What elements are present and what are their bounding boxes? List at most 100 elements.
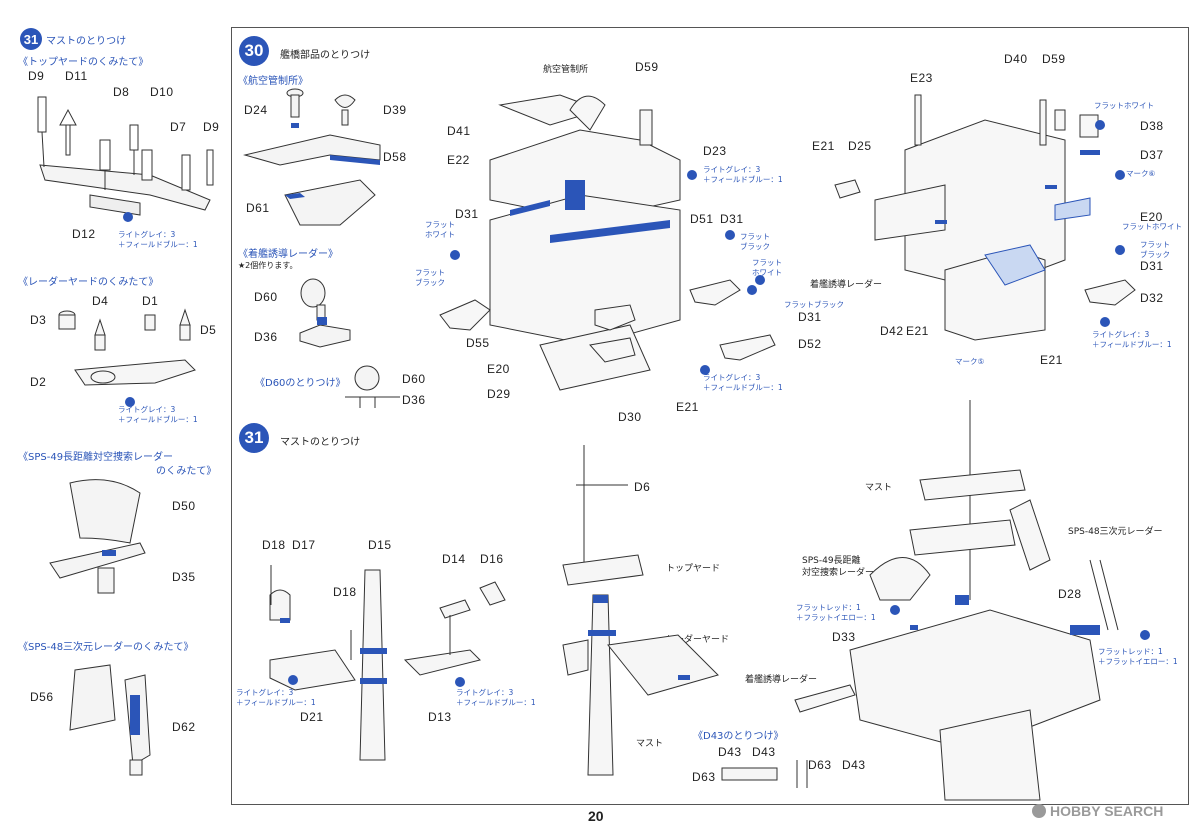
radar-yard-label: レーダーヤード: [666, 635, 730, 645]
paint-flat-black-2: フラットブラック: [740, 232, 770, 251]
paint-note: ライトグレイ：3＋フィールドブルー：1: [703, 373, 783, 392]
step-31-badge: 31: [239, 423, 269, 453]
top-yard-drawing: [37, 96, 214, 222]
paint-flat-white-2: フラットホワイト: [752, 258, 782, 277]
part-label: D9: [203, 120, 220, 134]
part-label: D18: [333, 585, 357, 599]
part-label: D4: [92, 294, 109, 308]
step-30-badge: 30: [239, 36, 269, 66]
page-number: 20: [588, 808, 604, 824]
top-yard-title: 《トップヤードのくみたて》: [18, 57, 149, 68]
part-label: D32: [1140, 291, 1164, 305]
part-label: D55: [466, 336, 490, 350]
part-label: D12: [72, 227, 96, 241]
part-label: D59: [1042, 52, 1066, 66]
part-label: D43: [718, 745, 742, 759]
paint-flat-black-inline: フラットブラック: [784, 300, 844, 309]
part-label: E22: [447, 153, 470, 167]
control-title: 《航空管制所》: [238, 76, 308, 87]
part-label: D31: [455, 207, 479, 221]
part-label: E20: [1140, 210, 1163, 224]
part-label: D60: [254, 290, 278, 304]
mark-6: マーク⑥: [1126, 169, 1156, 178]
guide-radar-drawing: [299, 278, 351, 348]
part-label: D43: [752, 745, 776, 759]
sps48-title: 《SPS-48三次元レーダーのくみたて》: [18, 642, 194, 653]
part-label: D58: [383, 150, 407, 164]
part-label: D8: [113, 85, 130, 99]
sps48-label: SPS-48三次元レーダー: [1068, 527, 1163, 537]
d60-mount-drawing: [345, 365, 400, 408]
part-label: D29: [487, 387, 511, 401]
part-label: D31: [798, 310, 822, 324]
sps49-title: 《SPS-49長距離対空捜索レーダー のくみたて》: [18, 452, 217, 477]
part-label: D30: [618, 410, 642, 424]
part-label: D24: [244, 103, 268, 117]
part-label: D38: [1140, 119, 1164, 133]
part-label: D11: [65, 69, 88, 83]
part-label: E23: [910, 71, 933, 85]
part-label: D17: [292, 538, 316, 552]
paint-note: ライトグレイ：3＋フィールドブルー：1: [236, 688, 316, 707]
paint-note-red-2: フラットレッド：1＋フラットイエロー：1: [1098, 647, 1178, 666]
part-label: D23: [703, 144, 727, 158]
part-label: D28: [1058, 587, 1082, 601]
radar-yard-title: 《レーダーヤードのくみたて》: [18, 277, 159, 288]
watermark-logo-icon: [1032, 804, 1046, 818]
paint-flat-white-r2: フラットホワイト: [1122, 222, 1182, 231]
step-30-title: 艦橋部品のとりつけ: [280, 50, 371, 61]
mast-label-center: マスト: [636, 739, 664, 749]
part-label: D56: [30, 690, 54, 704]
part-label: D51: [690, 212, 714, 226]
part-label: D1: [142, 294, 159, 308]
part-label: D7: [170, 120, 187, 134]
part-label: D62: [172, 720, 196, 734]
paint-note: ライトグレイ：3＋フィールドブルー：1: [456, 688, 536, 707]
watermark: HOBBY SEARCH: [1032, 803, 1163, 819]
part-label: D50: [172, 499, 196, 513]
mast-label-right: マスト: [865, 483, 893, 493]
paint-note: ライトグレイ：3＋フィールドブルー：1: [1092, 330, 1172, 349]
step-31-title: マストのとりつけ: [280, 437, 361, 448]
paint-note: ライトグレイ：3＋フィールドブルー：1: [118, 405, 198, 424]
guide-radar-sub: ★2個作ります。: [238, 261, 298, 270]
sps48-drawing: [69, 664, 151, 776]
guide-radar-title: 《着艦誘導レーダー》: [238, 249, 338, 260]
paint-note: ライトグレイ：3＋フィールドブルー：1: [703, 165, 783, 184]
d43-mount-drawing: [721, 760, 808, 788]
part-label: D18: [262, 538, 286, 552]
part-label: D63: [692, 770, 716, 784]
paint-flat-white-r: フラットホワイト: [1094, 101, 1154, 110]
guide-radar-label-2: 着艦誘導レーダー: [745, 675, 818, 685]
part-label: D31: [720, 212, 744, 226]
part-label: D3: [30, 313, 47, 327]
part-label: E21: [906, 324, 929, 338]
paint-flat-white: フラットホワイト: [425, 220, 455, 239]
part-label: D31: [1140, 259, 1164, 273]
mark-5: マーク⑤: [955, 357, 985, 366]
step-31-title-left: マストのとりつけ: [46, 36, 127, 47]
part-label: D5: [200, 323, 217, 337]
d43-title: 《D43のとりつけ》: [693, 731, 784, 742]
part-label: D60: [402, 372, 426, 386]
part-label: D15: [368, 538, 392, 552]
main-panel-border: [231, 27, 1189, 805]
sps49-label: SPS-49長距離対空捜索レーダー: [802, 556, 875, 578]
control-drawing: [243, 88, 381, 226]
top-yard-label: トップヤード: [666, 564, 721, 574]
bridge-center-drawing: [439, 94, 776, 391]
part-label: D2: [30, 375, 47, 389]
part-label: D39: [383, 103, 407, 117]
part-label: D36: [402, 393, 426, 407]
guide-radar-label: 着艦誘導レーダー: [810, 280, 883, 290]
part-label: D61: [246, 201, 270, 215]
part-label: D43: [842, 758, 866, 772]
part-label: D21: [300, 710, 324, 724]
part-label: D40: [1004, 52, 1028, 66]
bridge-right-drawing: [834, 94, 1136, 341]
paint-flat-black: フラットブラック: [415, 268, 445, 287]
part-label: D9: [28, 69, 45, 83]
paint-note: ライトグレイ：3＋フィールドブルー：1: [118, 230, 198, 249]
part-label: E21: [1040, 353, 1063, 367]
part-label: D25: [848, 139, 872, 153]
